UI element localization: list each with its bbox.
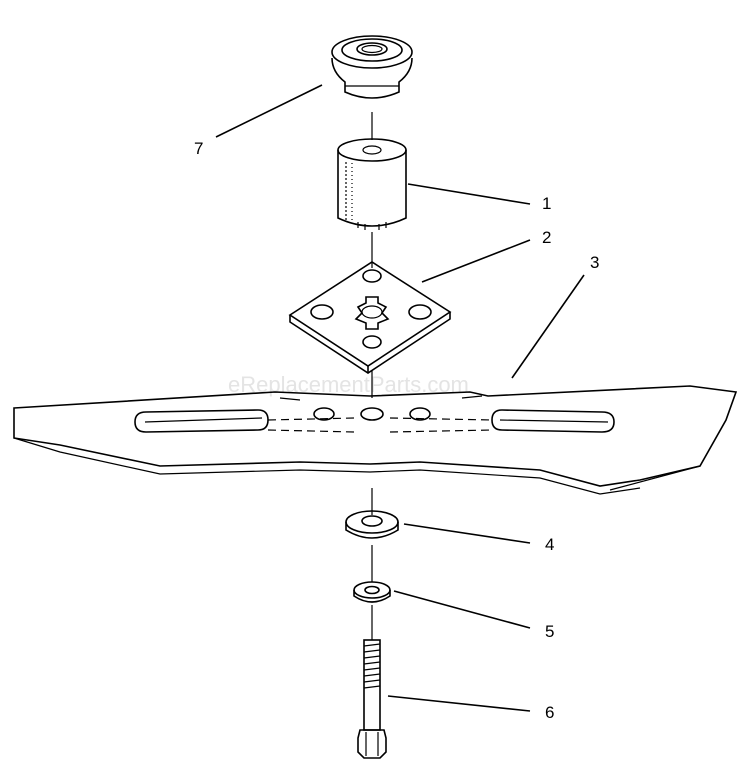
leader-lines [215,84,585,712]
part-4-washer [345,510,399,539]
part-6-bolt [357,639,387,759]
callout-5: 5 [545,622,554,641]
part-2-adapter-plate [288,261,452,374]
part-3-mower-blade [13,385,738,495]
callout-6: 6 [545,703,554,722]
callout-7: 7 [194,139,203,158]
callout-1: 1 [542,194,551,213]
callout-3: 3 [590,253,599,272]
callout-4: 4 [545,535,554,554]
callout-2: 2 [542,228,551,247]
part-7-bearing-cap [331,35,413,99]
part-5-lock-washer [353,581,391,603]
part-1-spindle-housing [337,138,407,230]
